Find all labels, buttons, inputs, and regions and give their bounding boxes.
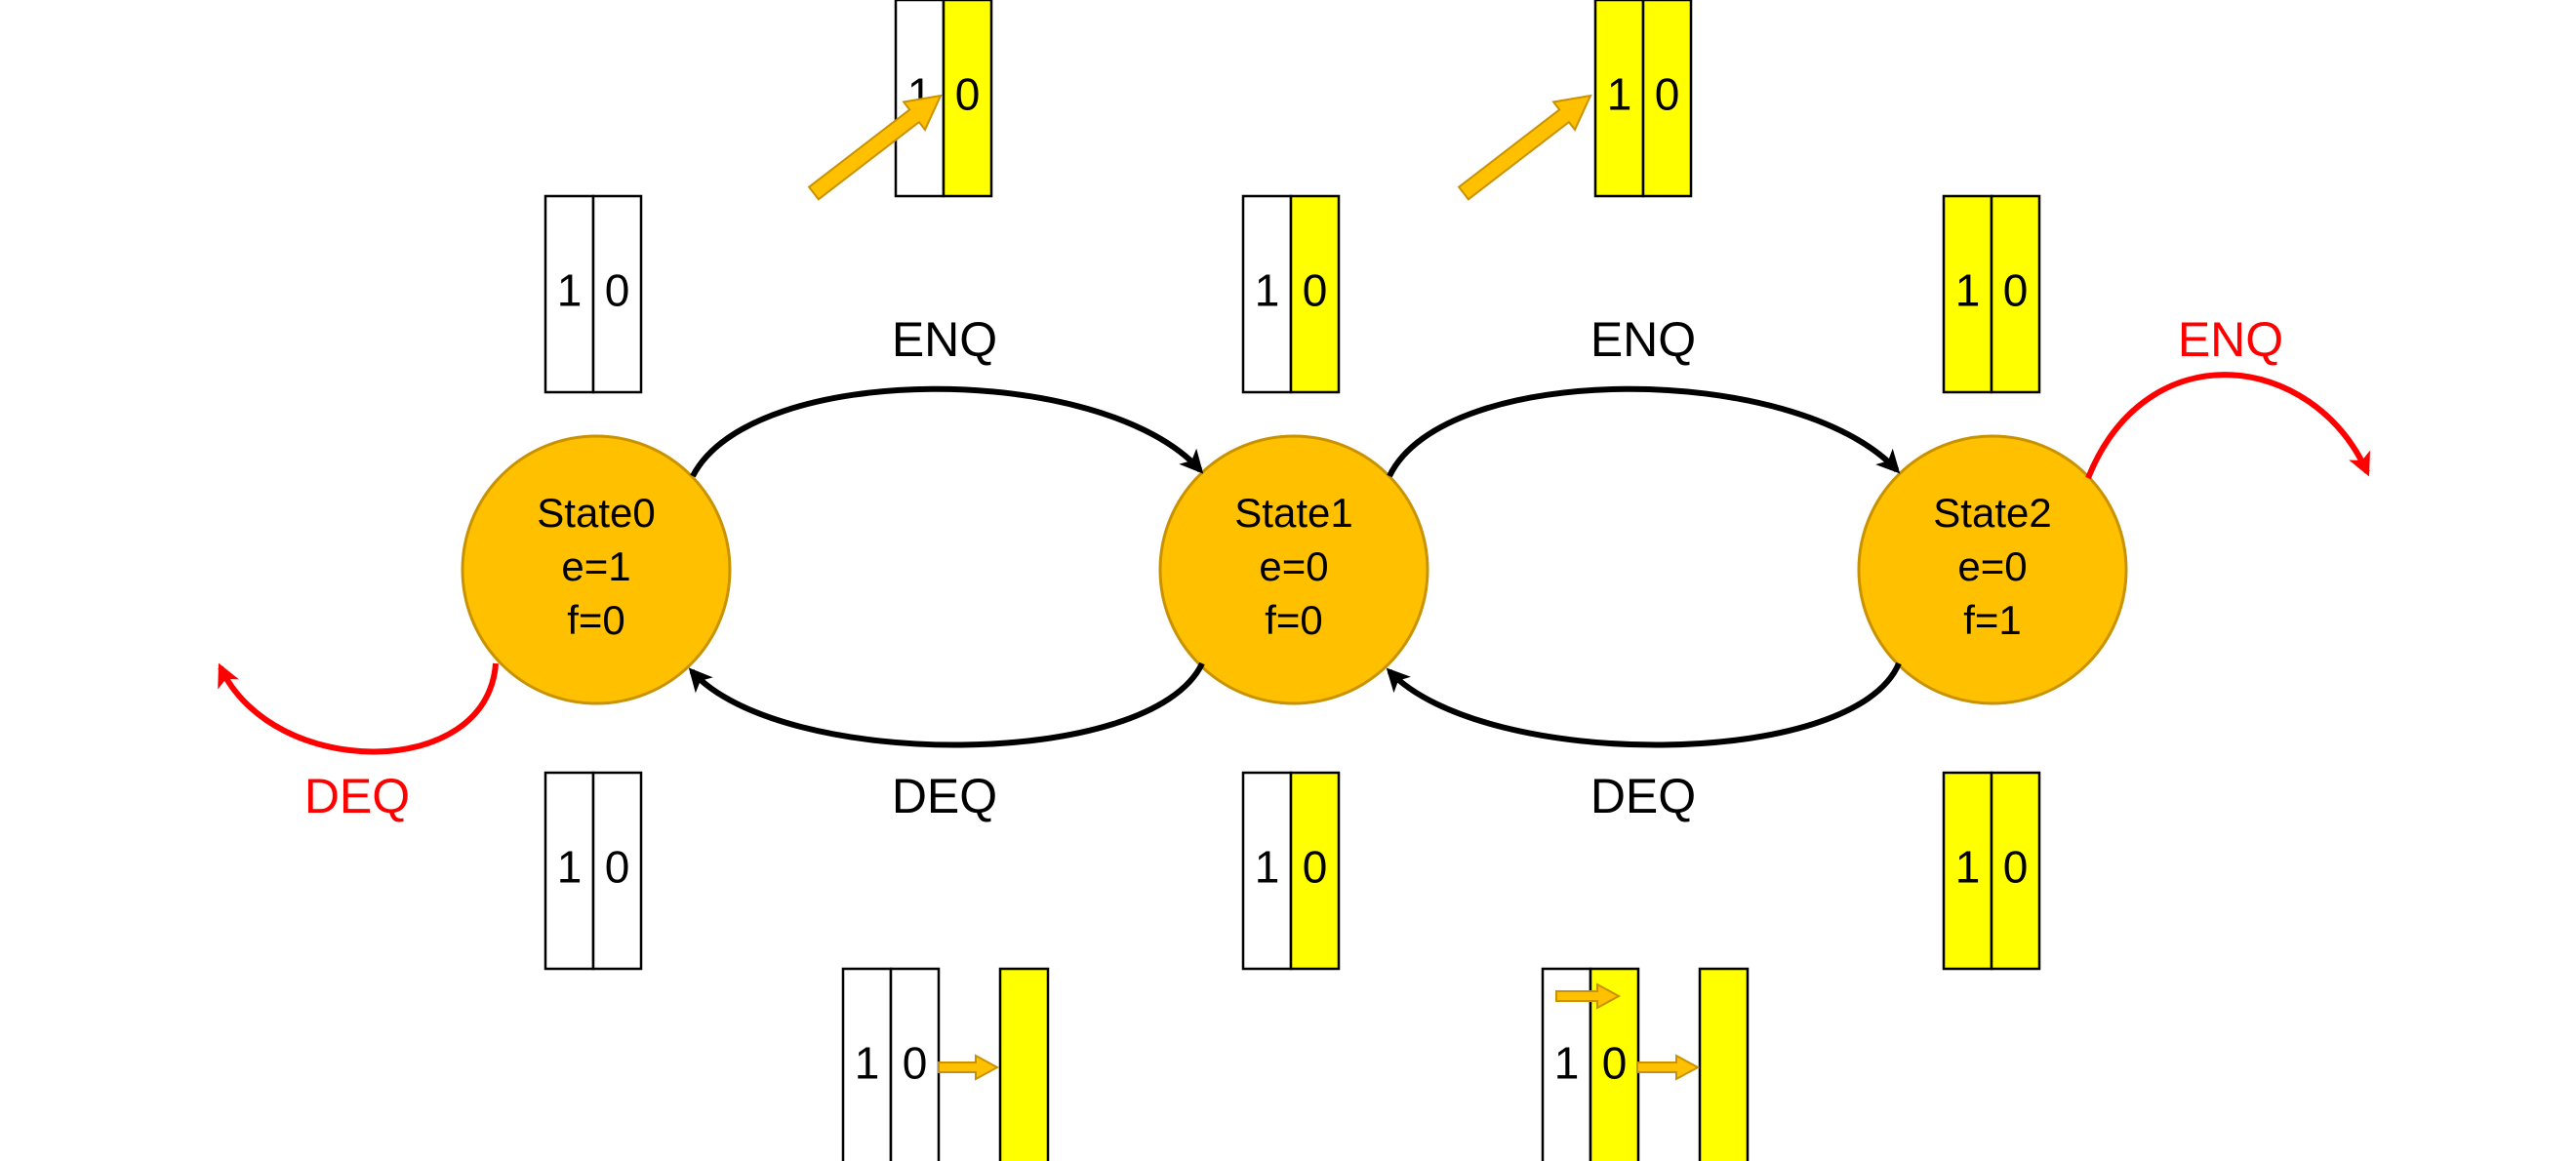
buffer-cell	[1990, 771, 2041, 971]
transition-arrow	[1386, 661, 1902, 748]
buffer-cell	[591, 771, 643, 971]
buffer-cell-value: 1	[557, 842, 583, 893]
buffer-cell	[1641, 0, 1693, 198]
output-cell-deq-2-1	[1698, 967, 1750, 1161]
state-e-flag: e=1	[561, 543, 630, 589]
state-e-flag: e=0	[1259, 543, 1328, 589]
state-circle	[1158, 434, 1429, 705]
dequeue-move-arrow	[1636, 1054, 1701, 1081]
edge-enq-0-1: ENQ	[690, 312, 1204, 478]
buffer-cell-value: 0	[2003, 842, 2029, 893]
state-node-2: State2 e=0 f=1	[1857, 434, 2128, 705]
buffer-cell	[1241, 194, 1293, 394]
buffer-cell	[1289, 771, 1341, 971]
buffer-cell-value: 1	[1955, 265, 1981, 316]
transition-arrow	[688, 661, 1205, 748]
buffer-cell	[1942, 194, 1993, 394]
buffer-cell-value: 0	[903, 1038, 928, 1089]
buffer-cell-value: 1	[1554, 1038, 1580, 1089]
buffer-cell-value: 0	[955, 69, 981, 120]
edge-enq-2-self: ENQ	[2085, 312, 2371, 480]
transition-label: DEQ	[1590, 769, 1696, 823]
buffer-cell-value: 1	[855, 1038, 880, 1089]
buffer-cell-value: 0	[605, 842, 630, 893]
state-f-flag: f=1	[1963, 597, 2022, 643]
state-name: State0	[537, 490, 655, 536]
buffer-cell	[1241, 771, 1293, 971]
buffer-cell-value: 1	[1607, 69, 1632, 120]
enqueue-move-arrow	[807, 94, 943, 201]
buffer-cell	[591, 194, 643, 394]
transition-label: ENQ	[1590, 312, 1696, 367]
enqueue-move-arrow	[1457, 94, 1592, 201]
state-name: State2	[1933, 490, 2051, 536]
buffer-cell-value: 0	[1655, 69, 1680, 120]
buffer-cell-value: 0	[1303, 265, 1328, 316]
state-f-flag: f=0	[567, 597, 625, 643]
transition-arrow	[218, 662, 499, 755]
buffer-cell	[889, 967, 941, 1161]
state-node-1: State1 e=0 f=0	[1158, 434, 1429, 705]
dequeue-move-arrow	[938, 1054, 1000, 1081]
buffer-cell	[543, 771, 595, 971]
buffer-cell-value: 0	[1303, 842, 1328, 893]
shift-move-arrow	[1555, 982, 1622, 1010]
transition-arrow	[1387, 385, 1901, 478]
buffer-cell-value: 1	[1955, 842, 1981, 893]
transition-arrow	[2085, 372, 2371, 480]
buffer-cell	[1990, 194, 2041, 394]
buffer-cell-value: 1	[1255, 842, 1280, 893]
transition-label: DEQ	[892, 769, 997, 823]
buffer-cell-value: 1	[557, 265, 583, 316]
buffer-cell-value: 0	[2003, 265, 2029, 316]
state-e-flag: e=0	[1957, 543, 2027, 589]
edge-deq-2-1: DEQ	[1386, 661, 1902, 823]
state-name: State1	[1234, 490, 1352, 536]
transition-label: ENQ	[892, 312, 997, 367]
buffer-cell-value: 0	[1602, 1038, 1628, 1089]
transition-arrow	[690, 385, 1204, 478]
state-node-0: State0 e=1 f=0	[461, 434, 732, 705]
state-circle	[461, 434, 732, 705]
buffer-cell-value: 1	[1255, 265, 1280, 316]
buffer-cell	[1289, 194, 1341, 394]
buffer-cell	[942, 0, 993, 198]
output-cell-deq-1-0	[998, 967, 1050, 1161]
edge-enq-1-2: ENQ	[1387, 312, 1901, 478]
state-circle	[1857, 434, 2128, 705]
buffer-cell	[1942, 771, 1993, 971]
edge-deq-1-0: DEQ	[688, 661, 1205, 823]
edge-deq-0-self: DEQ	[218, 662, 499, 823]
transition-label: DEQ	[304, 769, 410, 823]
transition-label: ENQ	[2178, 312, 2283, 367]
state-f-flag: f=0	[1265, 597, 1323, 643]
buffer-cell-value: 0	[605, 265, 630, 316]
